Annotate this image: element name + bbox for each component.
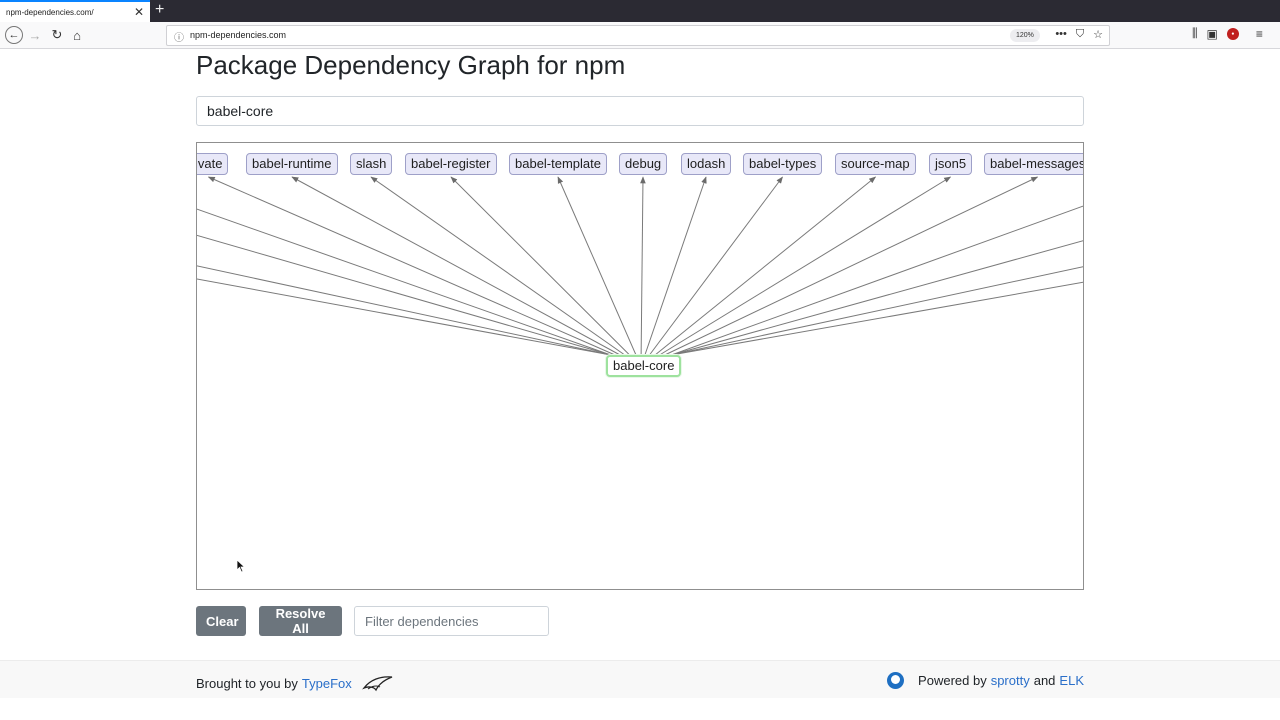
extension-icon[interactable]: ●	[1226, 27, 1239, 40]
graph-node-slash[interactable]: slash	[350, 153, 393, 175]
toolbar-right: ⫼ ▣ ● ≡	[1192, 26, 1263, 41]
graph-edge	[671, 281, 1083, 356]
graph-edge	[644, 176, 707, 356]
elk-link[interactable]: ELK	[1059, 673, 1084, 688]
graph-node-babel-types[interactable]: babel-types	[743, 153, 823, 175]
package-search-input[interactable]	[196, 96, 1084, 126]
home-icon[interactable]: ⌂	[73, 27, 81, 43]
graph-edge	[207, 176, 616, 356]
sidebar-icon[interactable]: ▣	[1206, 26, 1218, 41]
url-actions: ••• ⛉ ☆	[1055, 28, 1103, 41]
typefox-logo-icon	[361, 676, 392, 692]
graph-edge	[197, 278, 611, 356]
graph-node-babel-template[interactable]: babel-template	[509, 153, 607, 175]
tab-close-icon[interactable]: ✕	[133, 5, 144, 19]
github-icon[interactable]	[887, 672, 905, 689]
url-text: npm-dependencies.com	[190, 30, 287, 40]
browser-tab[interactable]: npm-dependencies.com/ ✕	[0, 0, 150, 22]
tab-title: npm-dependencies.com/	[6, 7, 94, 17]
graph-node-babel-messages[interactable]: babel-messages	[984, 153, 1083, 175]
graph-edges	[197, 176, 1083, 356]
graph-edge	[664, 176, 1039, 356]
mouse-cursor-icon	[236, 559, 246, 573]
graph-edge	[450, 176, 630, 356]
graph-edge	[370, 176, 626, 356]
browser-nav-bar: ← → ↻ ⌂ ⓘ npm-dependencies.com 120% ••• …	[0, 22, 1280, 49]
sprotty-link[interactable]: sprotty	[990, 673, 1030, 688]
graph-edge	[557, 176, 637, 356]
graph-node-source-map[interactable]: source-map	[835, 153, 916, 175]
graph-edge	[654, 176, 877, 356]
graph-edge	[671, 240, 1083, 356]
graph-edge	[671, 266, 1083, 356]
pocket-icon[interactable]: ⛉	[1075, 28, 1085, 40]
graph-edge	[291, 176, 621, 356]
graph-edge	[197, 208, 611, 356]
graph-edge	[197, 265, 611, 356]
graph-node-babel-runtime[interactable]: babel-runtime	[246, 153, 338, 175]
typefox-link[interactable]: TypeFox	[301, 675, 352, 691]
footer-powered: Powered by sprotty and ELK	[887, 672, 1084, 689]
graph-node-ivate[interactable]: ivate	[197, 153, 229, 175]
zoom-level-badge[interactable]: 120%	[1010, 29, 1040, 42]
footer: Brought to you by TypeFox Powered by spr…	[0, 660, 1280, 698]
forward-arrow-icon[interactable]: →	[28, 27, 42, 43]
graph-node-debug[interactable]: debug	[619, 153, 668, 175]
graph-edge	[640, 176, 646, 356]
graph-edge	[197, 234, 611, 356]
browser-tab-bar: npm-dependencies.com/ ✕ +	[0, 0, 1280, 22]
graph-node-lodash[interactable]: lodash	[681, 153, 732, 175]
filter-dependencies-input[interactable]	[354, 606, 549, 636]
more-actions-icon[interactable]: •••	[1055, 28, 1067, 40]
powered-by-text: Powered by	[918, 673, 987, 688]
brought-by-text: Brought to you by	[196, 675, 298, 691]
resolve-all-button[interactable]: Resolve All	[259, 606, 342, 636]
graph-edge	[671, 205, 1083, 356]
graph-edge	[649, 176, 783, 356]
graph-edge	[659, 176, 952, 356]
menu-icon[interactable]: ≡	[1255, 26, 1263, 41]
graph-node-json5[interactable]: json5	[929, 153, 973, 175]
bookmark-star-icon[interactable]: ☆	[1093, 29, 1103, 41]
new-tab-icon[interactable]: +	[155, 1, 165, 18]
graph-node-babel-register[interactable]: babel-register	[405, 153, 497, 175]
url-bar[interactable]: ⓘ npm-dependencies.com 120% ••• ⛉ ☆	[166, 25, 1110, 46]
dependency-graph[interactable]: babel-core ivate babel-runtime slash babel-r…	[196, 142, 1084, 590]
page-title: Package Dependency Graph for npm	[196, 50, 626, 80]
footer-credits: Brought to you by TypeFox	[196, 672, 394, 694]
back-arrow-icon[interactable]: ←	[5, 26, 23, 44]
library-icon[interactable]: ⫼	[1192, 26, 1198, 40]
clear-button[interactable]: Clear	[196, 606, 246, 636]
and-text: and	[1033, 673, 1056, 688]
reload-icon[interactable]: ↻	[51, 27, 63, 42]
graph-node-root[interactable]: babel-core	[606, 355, 682, 377]
info-icon[interactable]: ⓘ	[174, 33, 184, 44]
